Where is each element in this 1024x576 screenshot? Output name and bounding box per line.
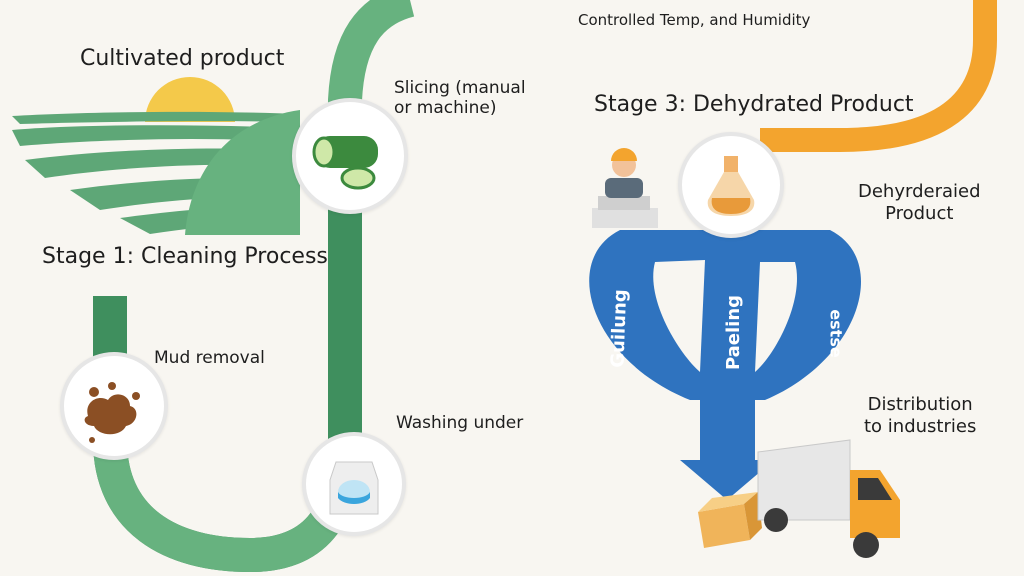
arrow-word-right: estse [826,309,846,358]
worker-icon [592,148,658,228]
sun-icon [145,77,235,122]
slicing-label: Slicing (manual or machine) [394,78,526,119]
flask-icon [707,156,755,216]
stage3-title: Stage 3: Dehydrated Product [594,92,914,117]
arrow-word-middle: Paeling [723,294,745,371]
mud-circle [60,352,168,460]
dehydrated-product-label: Dehyrderaied Product [858,181,981,224]
mud-icon [84,382,140,443]
distribution-label: Distribution to industries [864,394,977,437]
truck-icon [757,439,900,558]
controlled-temp-label: Controlled Temp, and Humidity [578,11,811,29]
orange-path [760,0,997,152]
washer-circle [302,432,406,536]
cucumber-slices-icon [312,136,378,190]
stage1-title: Stage 1: Cleaning Process [42,244,328,269]
flask-circle [678,132,784,238]
washing-label: Washing under [396,413,524,433]
cucumber-slices-circle [292,98,408,214]
arrow-word-left: Guilung [607,288,632,369]
washing-machine-icon [329,461,379,515]
mud-removal-label: Mud removal [154,348,265,368]
green-path-light [185,110,300,235]
box-icon [698,492,762,548]
cultivated-product-label: Cultivated product [80,46,285,71]
green-path-dark [328,0,415,440]
